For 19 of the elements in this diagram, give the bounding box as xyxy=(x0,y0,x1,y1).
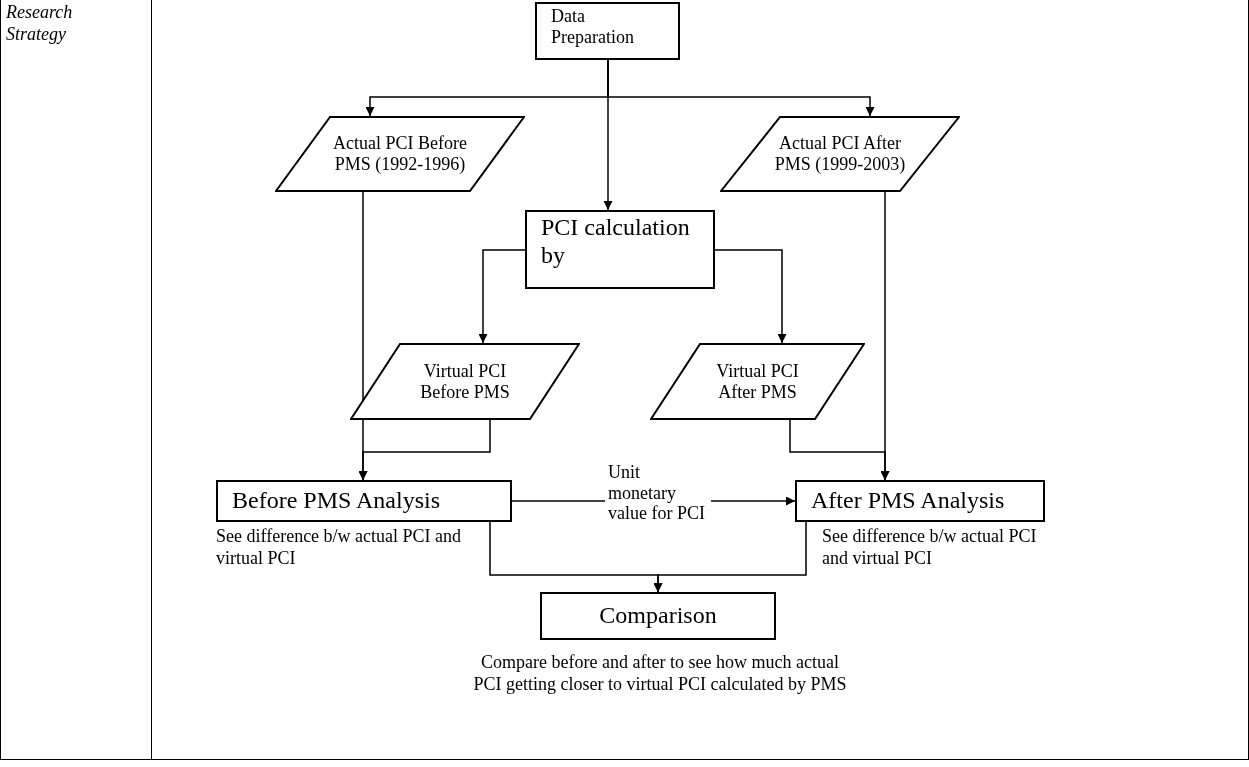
arrow xyxy=(714,249,787,344)
note-text: See difference b/w actual PCI and virtual PCI xyxy=(216,526,463,570)
data-parallelogram: Virtual PCI Before PMS xyxy=(350,343,580,420)
data-parallelogram: Virtual PCI After PMS xyxy=(650,343,865,420)
arrow xyxy=(789,419,890,481)
arrow xyxy=(478,249,526,344)
process-box: Comparison xyxy=(540,592,776,640)
note-text: See difference b/w actual PCI and virtual PCI xyxy=(822,526,1038,570)
note-text: Compare before and after to see how much actual PCI getting closer to virtual PCI calculated by PMS xyxy=(472,652,848,696)
process-box: Data Preparation xyxy=(535,2,680,60)
row-heading: Research Strategy xyxy=(6,2,74,46)
arrow xyxy=(653,521,807,593)
arrow xyxy=(358,419,491,481)
process-box: Before PMS Analysis xyxy=(216,480,512,522)
process-box: PCI calculation by xyxy=(525,210,715,289)
process-box: After PMS Analysis xyxy=(795,480,1045,522)
arrow xyxy=(603,59,613,211)
data-parallelogram: Actual PCI Before PMS (1992-1996) xyxy=(275,116,525,192)
data-parallelogram: Actual PCI After PMS (1999-2003) xyxy=(720,116,960,192)
